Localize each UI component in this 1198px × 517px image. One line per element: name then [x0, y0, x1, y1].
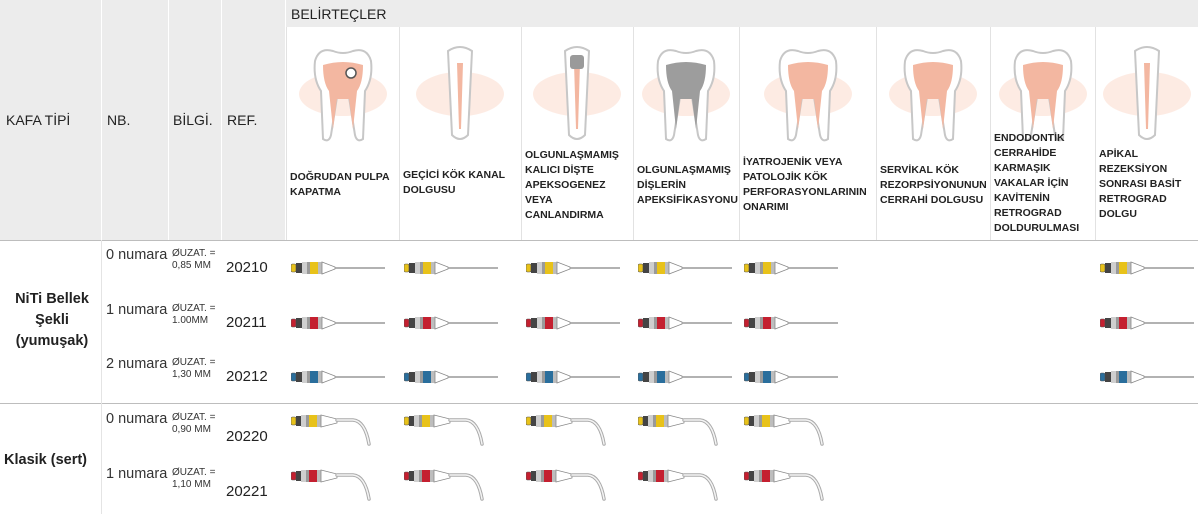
- classic-tip-icon: [403, 414, 489, 453]
- classic-tip-icon: [637, 469, 723, 508]
- niti-tip-icon: [290, 261, 386, 280]
- niti-tip-icon: [290, 316, 386, 335]
- size-number: 0 numara: [106, 411, 168, 427]
- classic-tip-icon: [290, 414, 376, 453]
- indication-label: DOĞRUDAN PULPA KAPATMA: [290, 171, 390, 198]
- niti-tip-icon: [1099, 261, 1195, 280]
- indication-column: SERVİKAL KÖK REZORPSİYONUNUN CERRAHİ DOL…: [876, 27, 990, 240]
- reference-code: 20210: [226, 259, 268, 276]
- group-label-niti: NiTi Bellek Şekli (yumuşak): [15, 291, 89, 349]
- header-ref: REF.: [227, 112, 258, 128]
- niti-tip-icon: [525, 316, 621, 335]
- indication-label: OLGUNLAŞMAMIŞ DİŞLERİN APEKSİFİKASYONU: [637, 164, 738, 206]
- indication-column: İYATROJENİK VEYA PATOLOJİK KÖK PERFORASY…: [739, 27, 876, 240]
- indication-label: OLGUNLAŞMAMIŞ KALICI DİŞTE APEKSOGENEZ V…: [525, 149, 619, 221]
- classic-tip-icon: [525, 469, 611, 508]
- tooth-apexification-icon: [636, 39, 736, 154]
- niti-tip-icon: [743, 370, 839, 389]
- indication-label: İYATROJENİK VEYA PATOLOJİK KÖK PERFORASY…: [743, 156, 867, 213]
- indication-column: GEÇİCİ KÖK KANAL DOLGUSU: [399, 27, 521, 240]
- tooth-root-canal-icon: [410, 39, 510, 154]
- reference-code: 20220: [226, 428, 268, 445]
- indication-label: GEÇİCİ KÖK KANAL DOLGUSU: [403, 169, 505, 196]
- reference-code: 20212: [226, 368, 268, 385]
- classic-tip-icon: [743, 469, 829, 508]
- size-number: 1 numara: [106, 466, 168, 482]
- indication-column: DOĞRUDAN PULPA KAPATMA: [286, 27, 399, 240]
- tip-diameter-info: ØUZAT. = 1,30 MM: [172, 357, 216, 380]
- reference-code: 20221: [226, 483, 268, 500]
- niti-tip-icon: [403, 316, 499, 335]
- tooth-pulp-capping-icon: [293, 39, 393, 154]
- tooth-cervical-icon: [883, 39, 983, 154]
- tip-diameter-info: ØUZAT. = 1,10 MM: [172, 467, 216, 490]
- niti-tip-icon: [637, 261, 733, 280]
- niti-tip-icon: [1099, 370, 1195, 389]
- classic-tip-icon: [637, 414, 723, 453]
- group-label-klasik: Klasik (sert): [4, 452, 88, 468]
- niti-tip-icon: [1099, 316, 1195, 335]
- tooth-retrograde-icon: [993, 39, 1093, 154]
- niti-tip-icon: [290, 370, 386, 389]
- header-belirtecler: BELİRTEÇLER: [291, 6, 387, 22]
- size-number: 1 numara: [106, 302, 168, 318]
- indication-column: OLGUNLAŞMAMIŞ DİŞLERİN APEKSİFİKASYONU: [633, 27, 739, 240]
- size-number: 0 numara: [106, 247, 168, 263]
- niti-tip-icon: [743, 316, 839, 335]
- niti-tip-icon: [637, 370, 733, 389]
- reference-code: 20211: [226, 314, 267, 331]
- tooth-perforation-icon: [758, 39, 858, 154]
- niti-tip-icon: [525, 370, 621, 389]
- classic-tip-icon: [403, 469, 489, 508]
- classic-tip-icon: [290, 469, 376, 508]
- tip-diameter-info: ØUZAT. = 1.00MM: [172, 303, 216, 326]
- niti-tip-icon: [743, 261, 839, 280]
- niti-tip-icon: [525, 261, 621, 280]
- classic-tip-icon: [743, 414, 829, 453]
- tip-diameter-info: ØUZAT. = 0,90 MM: [172, 412, 216, 435]
- indication-label: SERVİKAL KÖK REZORPSİYONUNUN CERRAHİ DOL…: [880, 164, 987, 206]
- header-kafa-tipi: KAFA TİPİ: [6, 112, 71, 128]
- tooth-apical-icon: [1097, 39, 1197, 154]
- niti-tip-icon: [403, 261, 499, 280]
- tooth-apexogenesis-icon: [527, 39, 627, 154]
- niti-tip-icon: [403, 370, 499, 389]
- classic-tip-icon: [525, 414, 611, 453]
- size-number: 2 numara: [106, 356, 168, 372]
- header-nb: NB.: [107, 112, 131, 128]
- indication-column: ENDODONTİK CERRAHİDE KARMAŞIK VAKALAR İÇ…: [990, 27, 1095, 240]
- tip-diameter-info: ØUZAT. = 0,85 MM: [172, 248, 216, 271]
- header-bilgi: BİLGİ.: [173, 112, 213, 128]
- niti-tip-icon: [637, 316, 733, 335]
- indication-label: APİKAL REZEKSİYON SONRASI BASİT RETROGRA…: [1099, 148, 1182, 220]
- indication-column: OLGUNLAŞMAMIŞ KALICI DİŞTE APEKSOGENEZ V…: [521, 27, 633, 240]
- indication-label: ENDODONTİK CERRAHİDE KARMAŞIK VAKALAR İÇ…: [994, 132, 1080, 234]
- indication-column: APİKAL REZEKSİYON SONRASI BASİT RETROGRA…: [1095, 27, 1198, 240]
